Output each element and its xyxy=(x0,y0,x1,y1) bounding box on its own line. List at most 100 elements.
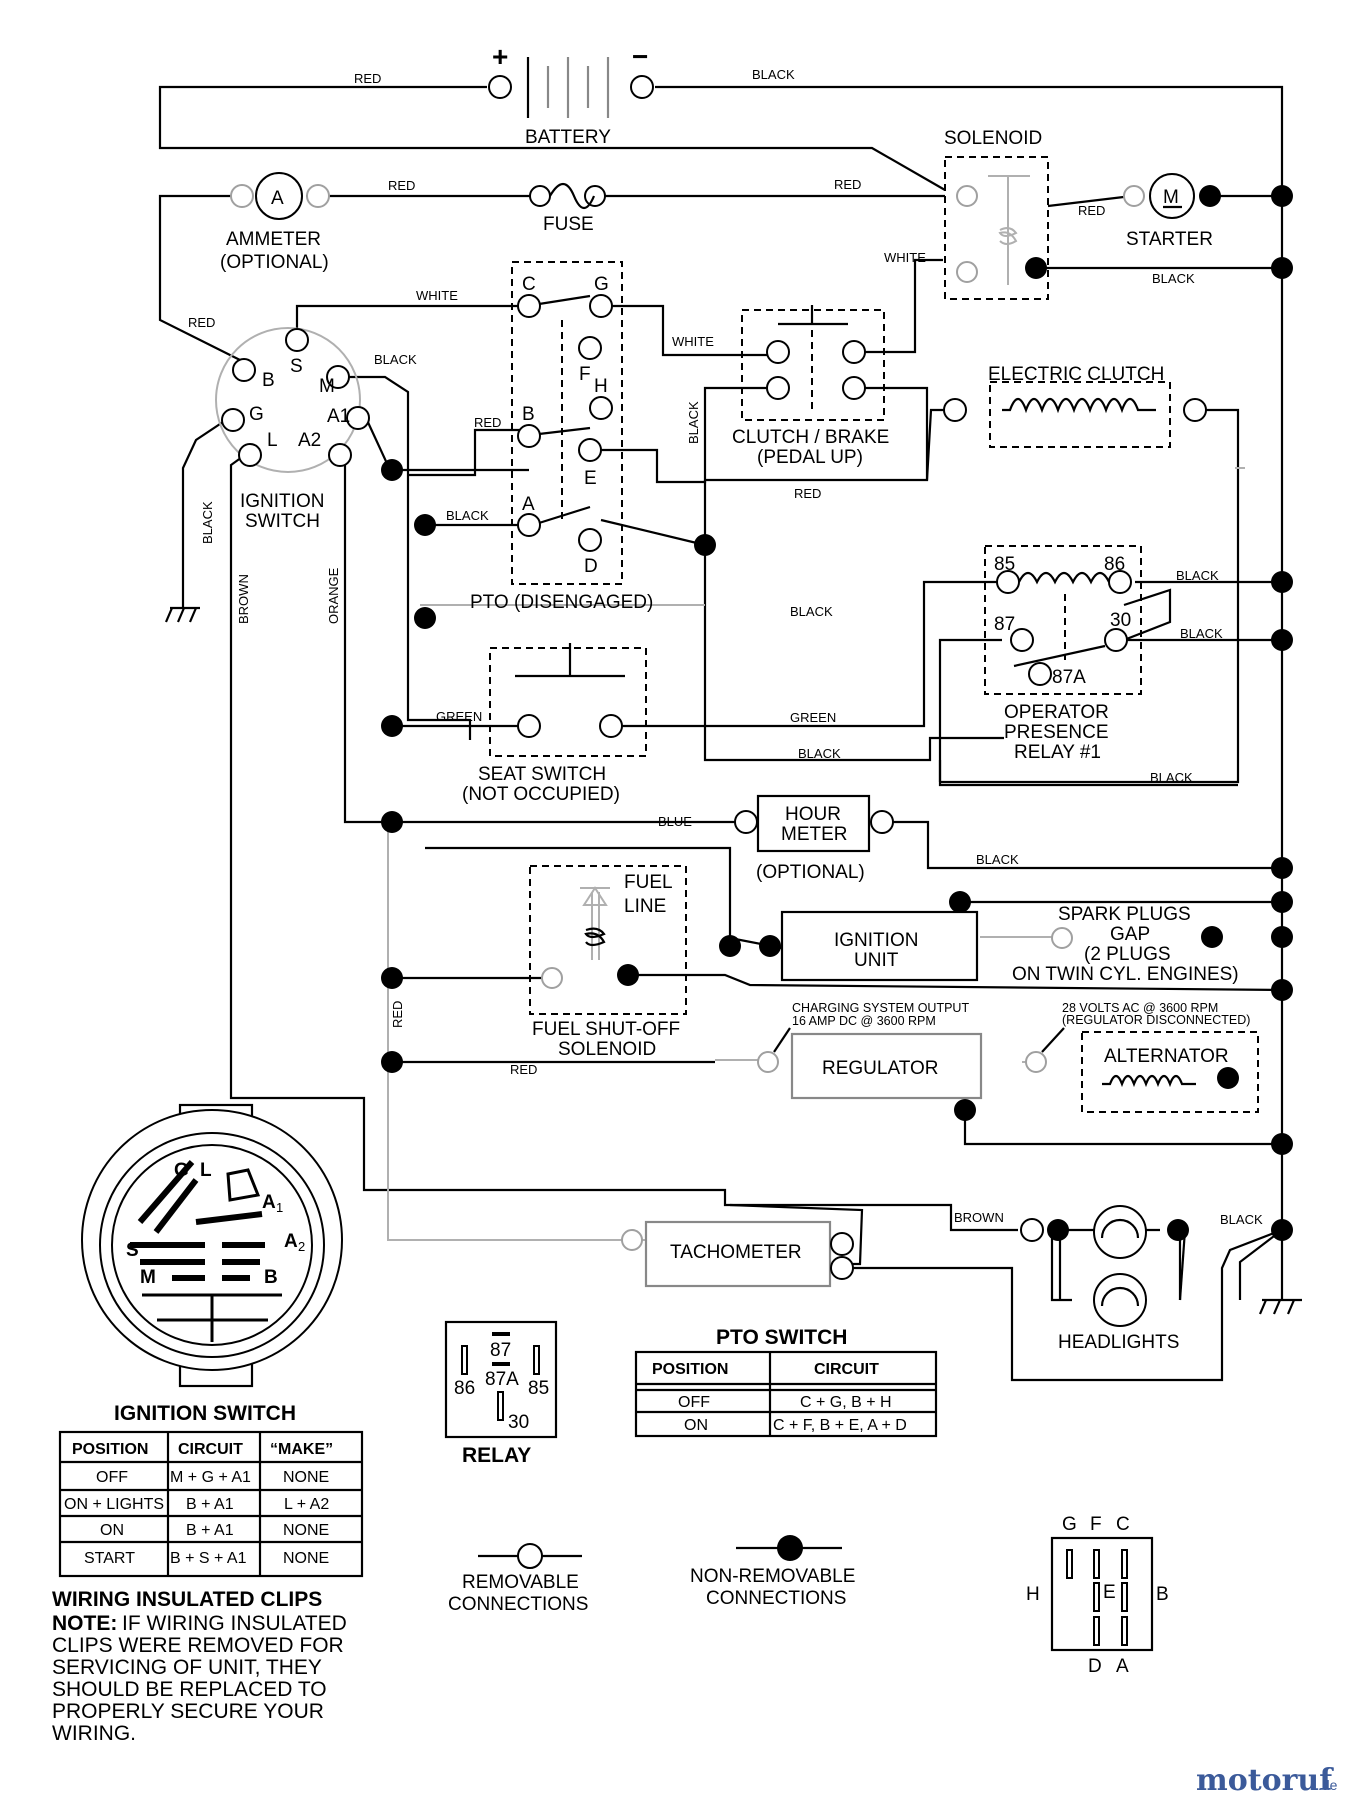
note-line: SHOULD BE REPLACED TO xyxy=(52,1678,327,1701)
wire-label: BROWN xyxy=(236,574,251,624)
headlights: HEADLIGHTS xyxy=(1020,1205,1179,1353)
pto-term-b: B xyxy=(522,404,535,425)
relay-face-30: 30 xyxy=(508,1412,529,1433)
battery-label: BATTERY xyxy=(525,127,611,148)
note-line: IF WIRING INSULATED xyxy=(122,1612,347,1635)
pto-table-title: PTO SWITCH xyxy=(716,1326,847,1349)
ign-face-m: M xyxy=(140,1267,156,1288)
relay-pin-30: 30 xyxy=(1110,610,1131,631)
ign-table-cell: B + A1 xyxy=(186,1522,234,1539)
legend: REMOVABLE CONNECTIONS NON-REMOVABLE CONN… xyxy=(448,1535,855,1615)
pto-face-c: C xyxy=(1116,1514,1130,1535)
ign-face-s: S xyxy=(126,1240,139,1261)
ign-face-a2: A xyxy=(284,1231,298,1252)
note-line: SERVICING OF UNIT, THEY xyxy=(52,1656,322,1679)
wire-label: BLACK xyxy=(1150,770,1193,785)
relay-pin-87a: 87A xyxy=(1052,667,1086,688)
pto-table-header: CIRCUIT xyxy=(814,1361,879,1378)
hour-meter-label-1: HOUR xyxy=(785,804,841,825)
ign-table-cell: ON + LIGHTS xyxy=(64,1496,164,1513)
pto-switch-table: PTO SWITCH POSITION CIRCUIT OFF C + G, B… xyxy=(634,1326,938,1438)
ignition-switch-face: G L A 1 S A 2 M B xyxy=(81,1103,343,1388)
wire-label: BLACK xyxy=(1220,1212,1263,1227)
wire-label: RED xyxy=(474,415,501,430)
pto-face-d: D xyxy=(1088,1656,1102,1677)
wire-label: ORANGE xyxy=(326,567,341,624)
ign-term-b: B xyxy=(262,370,275,391)
relay-face-85: 85 xyxy=(528,1378,549,1399)
legend-removable-1: REMOVABLE xyxy=(462,1572,579,1593)
alternator-label: ALTERNATOR xyxy=(1104,1046,1229,1067)
ignition-switch-label-1: IGNITION xyxy=(240,491,324,512)
ign-table-cell: ON xyxy=(100,1522,124,1539)
junction-dots xyxy=(381,185,1293,1241)
ignition-unit: IGNITION UNIT xyxy=(780,910,979,982)
ignition-switch-label-2: SWITCH xyxy=(245,511,320,532)
wire-label: BLACK xyxy=(976,852,1019,867)
fuel-shutoff-solenoid: FUEL LINE FUEL SHUT-OFF SOLENOID xyxy=(529,865,687,1060)
ignition-table-title: IGNITION SWITCH xyxy=(114,1402,296,1425)
wire-label: BLACK xyxy=(1176,568,1219,583)
spark-label-1: SPARK PLUGS xyxy=(1058,904,1191,925)
wire-label: RED xyxy=(794,486,821,501)
fuel-sol-label-2: SOLENOID xyxy=(558,1039,656,1060)
ign-table-cell: B + A1 xyxy=(186,1496,234,1513)
pto-disengaged-label: PTO (DISENGAGED) xyxy=(470,592,653,613)
ground-symbol-left xyxy=(164,606,200,623)
regulator: REGULATOR CHARGING SYSTEM OUTPUT 16 AMP … xyxy=(757,1001,1250,1100)
ac-label-2: (REGULATOR DISCONNECTED) xyxy=(1062,1013,1250,1027)
wire-label: BLACK xyxy=(1152,271,1195,286)
ign-table-header: CIRCUIT xyxy=(178,1441,243,1458)
relay-label: RELAY xyxy=(462,1444,531,1467)
solenoid-label: SOLENOID xyxy=(944,128,1042,149)
pto-face-b: B xyxy=(1156,1584,1169,1605)
ign-term-g: G xyxy=(249,404,264,425)
grey-wires xyxy=(387,467,1245,1241)
note-line: PROPERLY SECURE YOUR xyxy=(52,1700,324,1723)
wire-label: BLUE xyxy=(658,814,692,829)
wire-label: BLACK xyxy=(752,67,795,82)
pto-table-header: POSITION xyxy=(652,1361,728,1378)
ign-table-cell: B + S + A1 xyxy=(170,1550,247,1567)
fuel-sol-label-1: FUEL SHUT-OFF xyxy=(532,1019,680,1040)
relay-pin-87: 87 xyxy=(994,614,1015,635)
clutch-brake-label-1: CLUTCH / BRAKE xyxy=(732,427,889,448)
note-label: NOTE: xyxy=(52,1612,117,1635)
pto-face-e: E xyxy=(1103,1582,1116,1603)
watermark: motoruf .de xyxy=(1196,1763,1338,1798)
wiring-note: WIRING INSULATED CLIPS NOTE: IF WIRING I… xyxy=(52,1588,347,1745)
wire-label: WHITE xyxy=(416,288,458,303)
fuel-line-label-1: FUEL xyxy=(624,872,673,893)
pto-face-a: A xyxy=(1116,1656,1129,1677)
pto-term-e: E xyxy=(584,468,597,489)
relay-face-87: 87 xyxy=(490,1340,511,1361)
clutch-brake-switch: CLUTCH / BRAKE (PEDAL UP) xyxy=(732,305,889,468)
pto-term-d: D xyxy=(584,556,598,577)
fuel-line-label-2: LINE xyxy=(624,896,666,917)
ign-face-g: G xyxy=(174,1160,189,1181)
ign-table-cell: L + A2 xyxy=(284,1496,329,1513)
pto-face-h: H xyxy=(1026,1584,1040,1605)
ground-symbol-right xyxy=(1258,1298,1302,1315)
ign-face-a2-sub: 2 xyxy=(298,1239,305,1254)
wire-label: BLACK xyxy=(200,501,215,544)
ign-face-l: L xyxy=(200,1160,212,1181)
note-line: CLIPS WERE REMOVED FOR xyxy=(52,1634,344,1657)
pto-table-cell: C + G, B + H xyxy=(800,1394,892,1411)
spark-plugs: SPARK PLUGS GAP (2 PLUGS ON TWIN CYL. EN… xyxy=(1012,904,1239,985)
battery-minus: − xyxy=(632,41,648,72)
headlights-label: HEADLIGHTS xyxy=(1058,1332,1179,1353)
wire-label: RED xyxy=(1078,203,1105,218)
seat-switch: SEAT SWITCH (NOT OCCUPIED) xyxy=(462,643,647,805)
charging-label-1: CHARGING SYSTEM OUTPUT xyxy=(792,1001,969,1015)
ignition-unit-label-2: UNIT xyxy=(854,950,899,971)
wire-labels: RED BLACK RED RED RED WHITE BLACK WHITE … xyxy=(188,67,1263,1227)
ign-term-s: S xyxy=(290,356,303,377)
relay-pin-86: 86 xyxy=(1104,554,1125,575)
wire-label: BLACK xyxy=(446,508,489,523)
ammeter-optional: (OPTIONAL) xyxy=(220,252,329,273)
pto-term-c: C xyxy=(522,274,536,295)
pto-face-g: G xyxy=(1062,1514,1077,1535)
legend-nonremovable-2: CONNECTIONS xyxy=(706,1588,846,1609)
